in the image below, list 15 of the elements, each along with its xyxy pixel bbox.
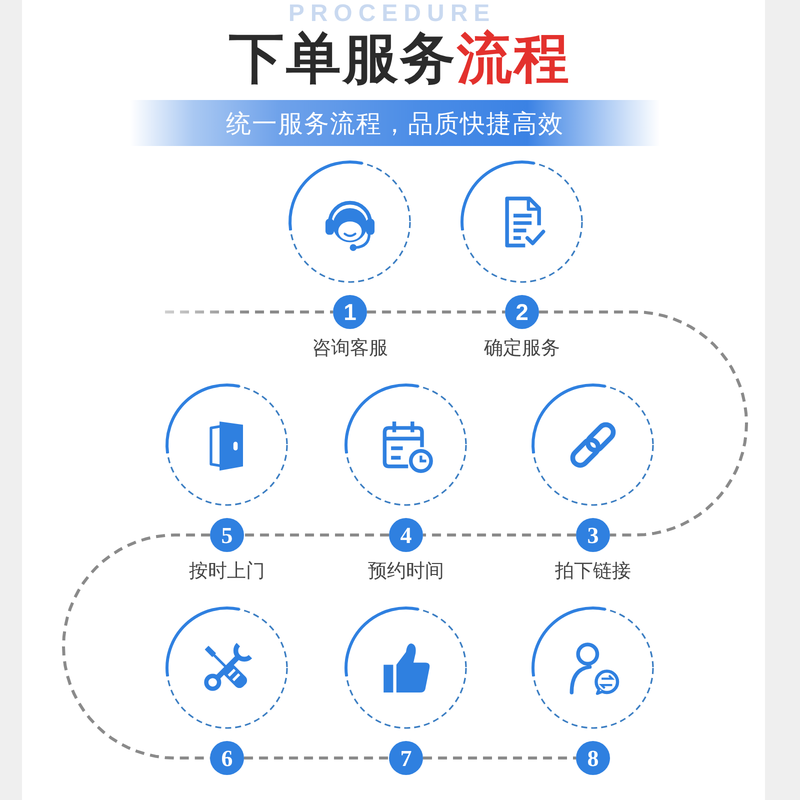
step-label: 拍下链接 [555,561,631,584]
dashed-connector [244,534,389,536]
step-label: 按时上门 [189,561,265,584]
dashed-connector [423,756,576,760]
step-label: 咨询客服 [312,338,388,361]
dashed-connector [423,534,576,536]
step-label: 确定服务 [484,338,560,361]
dashed-connector [244,756,389,760]
subtitle-banner: 统一服务流程，品质快捷高效 [130,100,660,146]
dashed-connector [367,310,505,314]
dashed-connector [62,534,210,760]
dashed-connector [539,310,748,536]
step-label: 预约时间 [368,561,444,584]
dashed-connector [165,310,333,314]
title: 下单服务流程 [229,27,571,90]
